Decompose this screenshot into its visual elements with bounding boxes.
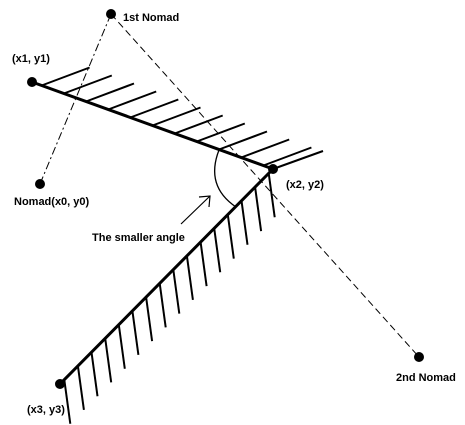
label-x1-y1: (x1, y1) (12, 53, 50, 65)
hatch-mark (107, 90, 157, 111)
hatch-mark (63, 74, 113, 95)
hatch-mark (90, 352, 99, 397)
lower-wall-hatching (63, 173, 276, 424)
hatch-mark (199, 241, 208, 287)
point-x2-y2 (268, 164, 278, 174)
hatch-mark (185, 255, 194, 301)
label-nomad-origin: Nomad(x0, y0) (14, 196, 90, 208)
hatch-mark (213, 228, 222, 273)
angle-arrow-icon (180, 195, 211, 225)
point-second-nomad (414, 352, 424, 362)
wall-segment-p2-p3 (58, 167, 275, 386)
hatch-mark (218, 130, 268, 151)
hatch-mark (131, 310, 140, 356)
hatch-mark (152, 106, 201, 127)
hatch-mark (117, 324, 126, 369)
wall-segment-p1-p2 (30, 80, 275, 171)
hatch-mark (41, 66, 90, 87)
smaller-angle-arc (214, 149, 237, 208)
hatch-mark (240, 200, 249, 245)
hatch-mark (272, 150, 324, 170)
hatch-mark (263, 146, 312, 167)
label-x2-y2: (x2, y2) (286, 179, 324, 191)
point-x3-y3 (55, 379, 65, 389)
label-smaller-angle: The smaller angle (92, 232, 185, 244)
hatch-mark (76, 365, 85, 411)
hatch-mark (267, 173, 276, 218)
point-x1-y1 (27, 77, 37, 87)
hatch-mark (196, 122, 246, 143)
point-first-nomad (106, 9, 116, 19)
hatch-mark (172, 269, 181, 314)
hatch-mark (63, 379, 72, 424)
hatch-mark (145, 296, 154, 342)
hatch-mark (226, 214, 235, 259)
point-nomad-origin (35, 179, 45, 189)
hatch-mark (158, 283, 167, 328)
hatch-mark (85, 82, 135, 103)
label-second-nomad: 2nd Nomad (396, 372, 456, 384)
hatch-mark (129, 98, 179, 119)
label-x3-y3: (x3, y3) (27, 404, 65, 416)
first-to-second-nomad-line (110, 13, 420, 358)
upper-wall-hatching (41, 66, 324, 170)
hatch-mark (240, 138, 290, 159)
hatch-mark (254, 186, 263, 232)
label-first-nomad: 1st Nomad (123, 12, 179, 24)
hatch-mark (174, 114, 224, 135)
hatch-mark (104, 338, 113, 383)
